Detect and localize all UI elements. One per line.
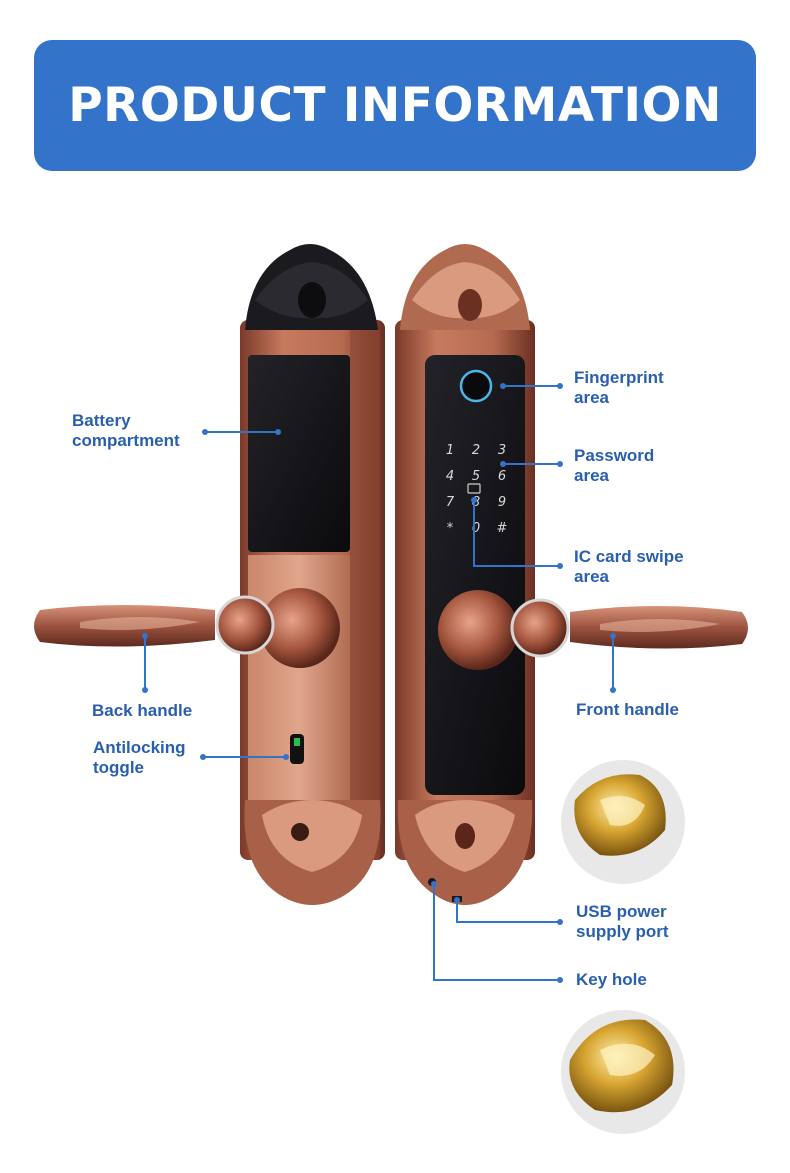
battery-cover (248, 355, 350, 552)
callout-dots (142, 383, 616, 983)
keypad-key[interactable]: * (447, 521, 454, 536)
label-usb-power-port: USB power supply port (576, 902, 669, 942)
label-password-area: Password area (574, 446, 654, 486)
keypad-key[interactable]: 9 (498, 495, 506, 510)
label-line: IC card swipe (574, 547, 684, 566)
label-line: area (574, 567, 609, 586)
label-ic-card-area: IC card swipe area (574, 547, 684, 587)
keypad-key[interactable]: 8 (472, 495, 480, 510)
nfc-card-icon (467, 483, 481, 494)
label-line: toggle (93, 758, 144, 777)
keypad-key[interactable]: 3 (498, 443, 506, 458)
banner-title: PRODUCT INFORMATION (68, 78, 722, 133)
label-line: supply port (576, 922, 669, 941)
label-line: Front handle (576, 700, 679, 719)
label-line: Password (574, 446, 655, 465)
fingerprint-sensor-icon (459, 369, 493, 403)
front-lock-body: 1 2 3 4 5 6 7 8 9 * 0 # (395, 244, 748, 905)
label-line: Antilocking (93, 738, 186, 757)
title-banner: PRODUCT INFORMATION (34, 40, 756, 171)
detail-keyhole-closeup (561, 1010, 685, 1134)
label-line: USB power (576, 902, 667, 921)
label-line: compartment (72, 431, 180, 450)
label-line: Fingerprint (574, 368, 664, 387)
keypad: 1 2 3 4 5 6 7 8 9 * 0 # (446, 443, 508, 536)
label-antilocking-toggle: Antilocking toggle (93, 738, 186, 778)
label-line: Battery (72, 411, 131, 430)
label-key-hole: Key hole (576, 970, 647, 990)
back-lock-body (34, 244, 385, 905)
back-keyhole-icon (291, 823, 309, 841)
label-fingerprint-area: Fingerprint area (574, 368, 664, 408)
keypad-key[interactable]: 7 (446, 495, 455, 510)
label-battery-compartment: Battery compartment (72, 411, 180, 451)
keypad-key[interactable]: # (497, 521, 508, 536)
label-back-handle: Back handle (92, 701, 192, 721)
antilock-toggle-icon (290, 734, 304, 764)
keypad-key[interactable]: 5 (472, 469, 480, 484)
keypad-key[interactable]: 0 (472, 521, 480, 536)
label-line: Key hole (576, 970, 647, 989)
keypad-key[interactable]: 2 (472, 443, 480, 458)
callout-leaders (144, 385, 614, 981)
label-line: area (574, 466, 609, 485)
keypad-key[interactable]: 6 (498, 469, 506, 484)
keypad-key[interactable]: 4 (446, 469, 454, 484)
detail-usb-closeup (561, 760, 685, 884)
front-touch-panel (425, 355, 525, 795)
label-line: Back handle (92, 701, 193, 720)
keypad-key[interactable]: 1 (446, 443, 454, 458)
label-line: area (574, 388, 609, 407)
label-front-handle: Front handle (576, 700, 679, 720)
